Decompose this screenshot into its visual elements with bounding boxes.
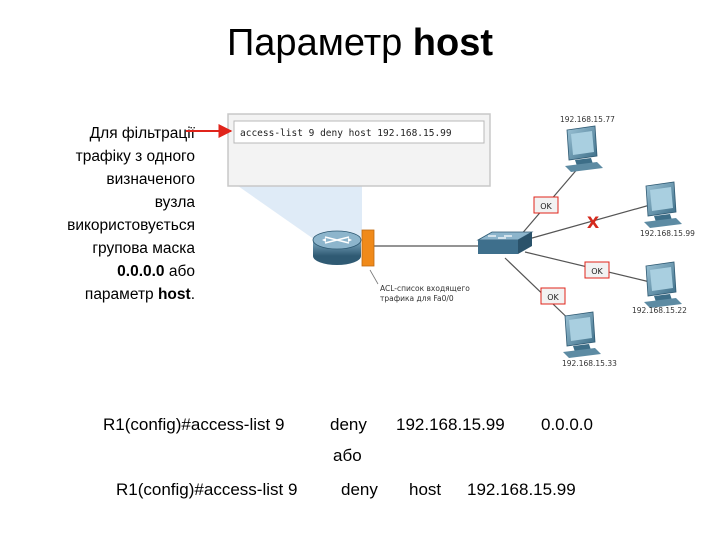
- port-marker: [361, 229, 375, 267]
- ok-badge-77: OK: [533, 196, 559, 214]
- console-text: access-list 9 deny host 192.168.15.99: [240, 128, 452, 139]
- caption-text: Для фільтрації трафіку з одного визначен…: [20, 122, 195, 306]
- host-ip-77: 192.168.15.77: [560, 115, 615, 124]
- caption-line-1: Для фільтрації: [89, 125, 195, 142]
- caption-line-8: параметр host.: [20, 283, 195, 306]
- host-ip-22: 192.168.15.22: [632, 306, 687, 315]
- caption-line-3: визначеного: [106, 171, 195, 188]
- acl-note-line-1: ACL-список входящего: [380, 284, 470, 293]
- caption-line-4: вузла: [154, 194, 195, 211]
- computer-icon-77: [565, 125, 603, 172]
- command-line-2-action: deny: [341, 480, 378, 499]
- page-title: Параметр host: [0, 22, 720, 65]
- computer-icon-33: [563, 311, 601, 358]
- deny-x-icon: X: [587, 213, 600, 232]
- command-line-1-address: 192.168.15.99: [396, 415, 505, 434]
- or-label: або: [333, 446, 362, 465]
- caption-line-5: використовується: [67, 217, 195, 234]
- caption-param-bold: host: [157, 286, 191, 303]
- acl-note-leader: [369, 269, 379, 285]
- ok-badge-33: OK: [540, 287, 566, 305]
- computer-icon-99: [644, 181, 682, 228]
- title-bold: host: [412, 22, 494, 64]
- computer-icon-22: [644, 261, 682, 308]
- switch-icon: [476, 231, 534, 254]
- caption-line-2: трафіку з одного: [75, 148, 195, 165]
- link-host-99: [524, 204, 651, 241]
- caption-line-6: групова маска: [92, 240, 195, 257]
- caption-mask-suffix: або: [164, 263, 195, 280]
- command-line-1-action: deny: [330, 415, 367, 434]
- ok-badge-22-text: OK: [591, 267, 603, 276]
- host-ip-33: 192.168.15.33: [562, 359, 617, 368]
- caption-line-7: 0.0.0.0 або: [20, 260, 195, 283]
- ok-badge-33-text: OK: [547, 293, 559, 302]
- title-normal: Параметр: [226, 22, 403, 64]
- host-ip-99: 192.168.15.99: [640, 229, 695, 238]
- ok-badge-77-text: OK: [540, 202, 552, 211]
- command-line-2-prompt: R1(config)#access-list 9: [116, 480, 298, 499]
- ok-badge-22: OK: [584, 261, 610, 279]
- console-box: [233, 120, 485, 144]
- command-line-2-address: 192.168.15.99: [467, 480, 576, 499]
- command-line-2-keyword: host: [409, 480, 442, 499]
- caption-mask-value: 0.0.0.0: [117, 263, 165, 280]
- router-icon: [312, 230, 362, 265]
- command-line-1-mask: 0.0.0.0: [541, 415, 593, 434]
- command-line-1-prompt: R1(config)#access-list 9: [103, 415, 285, 434]
- caption-param-suffix: .: [190, 286, 195, 303]
- caption-param-prefix: параметр: [84, 286, 158, 303]
- acl-note-line-2: трафика для Fa0/0: [380, 294, 454, 303]
